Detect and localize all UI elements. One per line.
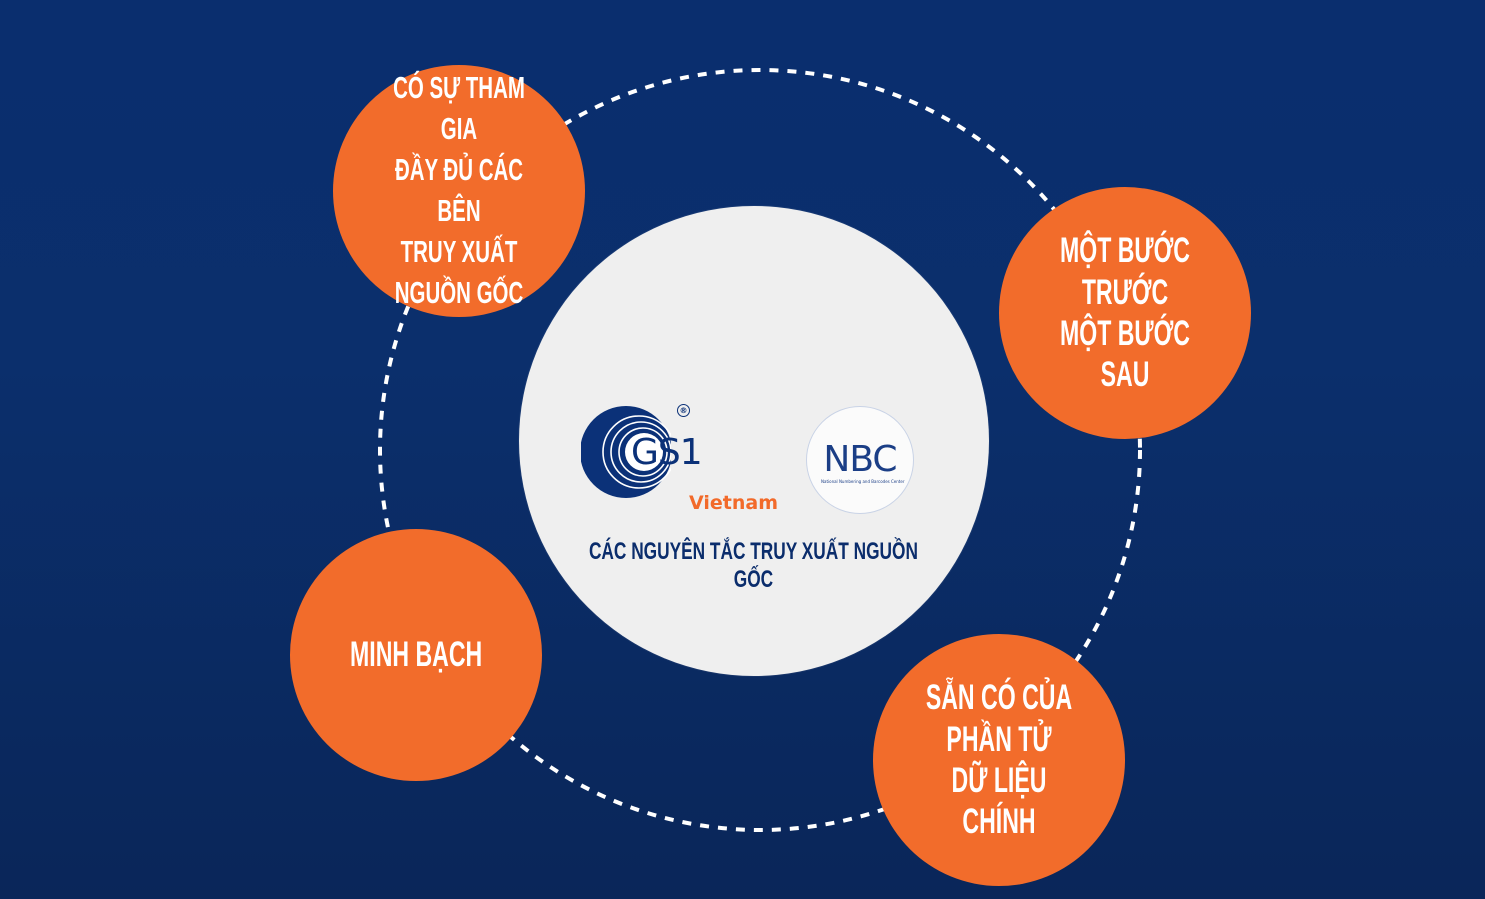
- principle-label: CÓ SỰ THAM GIA ĐẦY ĐỦ CÁC BÊN TRUY XUẤT …: [393, 70, 525, 310]
- registered-mark: ®: [677, 404, 690, 417]
- center-title: CÁC NGUYÊN TẮC TRUY XUẤT NGUỒN GỐC: [588, 538, 918, 593]
- gs1-logo: GS1 ®: [581, 402, 721, 512]
- principle-node-transparency: MINH BẠCH: [290, 529, 542, 781]
- principle-label: MỘT BƯỚC TRƯỚC MỘT BƯỚC SAU: [1060, 231, 1190, 395]
- gs1-rings-icon: [581, 406, 671, 498]
- principle-node-data-availability: SẴN CÓ CỦA PHẦN TỬ DỮ LIỆU CHÍNH: [873, 634, 1125, 886]
- gs1-country-label: Vietnam: [689, 492, 778, 514]
- principle-node-one-step: MỘT BƯỚC TRƯỚC MỘT BƯỚC SAU: [999, 187, 1251, 439]
- principle-label: SẴN CÓ CỦA PHẦN TỬ DỮ LIỆU CHÍNH: [925, 678, 1073, 842]
- gs1-wordmark: GS1: [631, 432, 703, 473]
- nbc-subtitle: National Numbering and Barcodes Center: [821, 479, 905, 484]
- nbc-logo: NBC National Numbering and Barcodes Cent…: [806, 406, 914, 514]
- principle-label: MINH BẠCH: [349, 635, 483, 675]
- center-circle: GS1 ® Vietnam NBC National Numbering and…: [519, 206, 989, 676]
- principle-node-participation: CÓ SỰ THAM GIA ĐẦY ĐỦ CÁC BÊN TRUY XUẤT …: [333, 65, 585, 317]
- nbc-wordmark: NBC: [823, 439, 897, 480]
